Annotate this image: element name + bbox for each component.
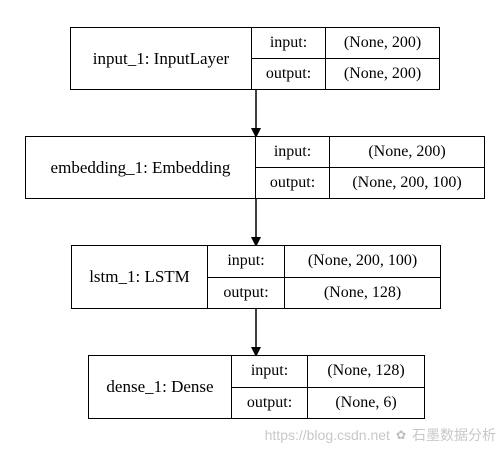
output-row: output: (None, 200) (252, 59, 439, 89)
input-shape: (None, 128) (327, 362, 405, 380)
node-dense: dense_1: Dense input: (None, 128) output… (88, 355, 425, 419)
watermark-brand: 石墨数据分析 (412, 427, 496, 443)
watermark: https://blog.csdn.net ✿ 石墨数据分析 (265, 425, 496, 445)
input-row: input: (None, 200) (256, 137, 484, 168)
output-label: output: (252, 59, 326, 89)
output-shape: (None, 6) (335, 393, 397, 411)
input-row: input: (None, 200, 100) (208, 246, 440, 278)
node-title: lstm_1: LSTM (72, 246, 208, 308)
output-label: output: (256, 168, 330, 198)
input-label: input: (252, 28, 326, 58)
input-shape: (None, 200) (368, 143, 446, 160)
input-row: input: (None, 128) (232, 356, 424, 388)
node-title: input_1: InputLayer (71, 28, 252, 89)
input-label: input: (256, 137, 330, 167)
output-row: output: (None, 200, 100) (256, 168, 484, 198)
input-shape: (None, 200, 100) (307, 252, 418, 270)
watermark-logo-icon: ✿ (395, 428, 406, 442)
node-embedding: embedding_1: Embedding input: (None, 200… (25, 136, 485, 199)
input-label: input: (208, 246, 285, 277)
output-row: output: (None, 6) (232, 387, 424, 418)
output-label: output: (232, 387, 308, 418)
output-shape: (None, 200) (343, 65, 422, 82)
output-shape: (None, 128) (323, 283, 402, 301)
watermark-url: https://blog.csdn.net (264, 427, 390, 443)
input-row: input: (None, 200) (252, 28, 439, 59)
input-shape: (None, 200) (343, 34, 422, 51)
output-label: output: (208, 277, 285, 308)
node-title: dense_1: Dense (89, 356, 232, 418)
output-shape: (None, 200, 100) (352, 174, 462, 191)
node-title: embedding_1: Embedding (26, 137, 256, 198)
output-row: output: (None, 128) (208, 277, 440, 308)
node-lstm: lstm_1: LSTM input: (None, 200, 100) out… (71, 245, 441, 309)
input-label: input: (232, 356, 308, 387)
node-input-layer: input_1: InputLayer input: (None, 200) o… (70, 27, 440, 90)
